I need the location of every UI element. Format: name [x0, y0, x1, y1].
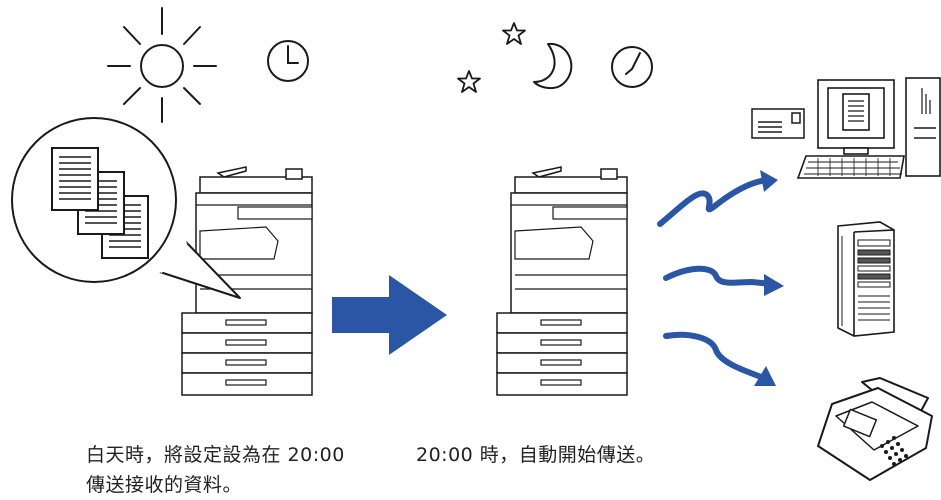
caption-daytime-line2: 傳送接收的資料。 — [86, 474, 243, 496]
caption-nighttime-line1: 20:00 時，自動開始傳送。 — [416, 444, 656, 466]
desktop-computer-icon — [796, 77, 941, 179]
sun-icon — [107, 7, 217, 123]
day-clock-icon — [267, 40, 309, 82]
envelope-icon — [751, 108, 805, 139]
send-arrow-icon — [657, 177, 775, 381]
caption-daytime-line1: 白天時，將設定設為在 20:00 — [86, 444, 345, 466]
caption-nighttime: 20:00 時，自動開始傳送。 — [416, 440, 655, 470]
multifunction-printer-icon — [496, 166, 628, 396]
right-arrow-icon — [332, 275, 447, 355]
caption-daytime: 白天時，將設定設為在 20:00 傳送接收的資料。 — [86, 440, 345, 500]
arrowheads — [754, 170, 784, 386]
crescent-moon-icon — [533, 42, 573, 90]
night-clock-icon — [611, 46, 653, 88]
star-icon — [502, 22, 526, 45]
star-icon — [457, 70, 481, 93]
fax-machine-icon — [817, 377, 933, 481]
server-icon — [837, 221, 895, 337]
